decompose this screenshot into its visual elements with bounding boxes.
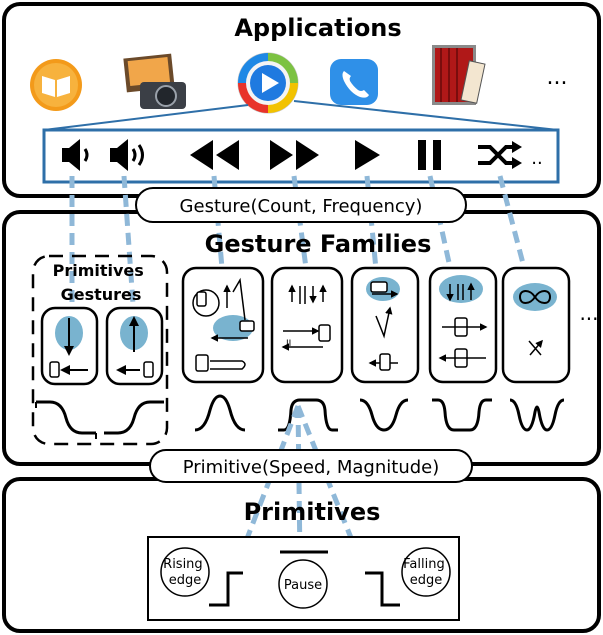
gesture-family-card-3[interactable] bbox=[350, 266, 420, 384]
signal-plateau-pulse bbox=[278, 398, 338, 432]
pause-icon[interactable] bbox=[418, 140, 441, 170]
controls-more-label: .. bbox=[531, 148, 542, 169]
volume-up-icon[interactable] bbox=[110, 139, 144, 171]
fast-forward-icon[interactable] bbox=[270, 140, 319, 170]
connector-falling-edge bbox=[295, 405, 375, 591]
gesture-label: Gesture(Count, Frequency) bbox=[180, 196, 423, 217]
svg-text:Rising edge: Rising edge bbox=[163, 557, 207, 588]
zoom-callout-left bbox=[43, 104, 249, 131]
falling-signal-shape bbox=[36, 400, 96, 435]
books-app-icon[interactable] bbox=[30, 59, 82, 111]
photo-booth-app-icon[interactable] bbox=[432, 45, 486, 105]
gesture-family-card-4[interactable] bbox=[428, 266, 498, 384]
primitive-gesture-card-up[interactable] bbox=[105, 306, 164, 386]
signal-single-pulse bbox=[194, 394, 246, 432]
gesture-families-title: Gesture Families bbox=[205, 230, 432, 258]
gesture-family-card-1[interactable] bbox=[181, 266, 265, 384]
gesture-label-pill bbox=[135, 187, 467, 223]
rising-signal-shape bbox=[104, 400, 164, 435]
connector-volume-up bbox=[121, 175, 137, 319]
signal-single-dip bbox=[359, 398, 409, 432]
play-icon[interactable] bbox=[355, 140, 380, 170]
primitive-gestures-group bbox=[31, 254, 169, 446]
rewind-icon[interactable] bbox=[190, 140, 239, 170]
photo-camera-app-icon[interactable] bbox=[123, 53, 186, 109]
apps-more-label: ... bbox=[547, 65, 568, 90]
primitive-gesture-card-down[interactable] bbox=[40, 306, 99, 386]
pause-primitive[interactable]: Pause bbox=[278, 550, 328, 609]
volume-down-icon[interactable] bbox=[62, 139, 89, 171]
primitive-label-pill bbox=[149, 449, 473, 483]
rising-edge-primitive[interactable]: Rising edge bbox=[160, 547, 243, 607]
phone-app-icon[interactable] bbox=[330, 59, 378, 105]
falling-edge-primitive[interactable]: Falling edge bbox=[365, 547, 451, 607]
signal-double-dip bbox=[509, 398, 565, 432]
media-player-app-icon[interactable] bbox=[237, 52, 299, 114]
primitives-title: Primitives bbox=[244, 498, 381, 526]
primitive-gestures-title: Primitives Gestures bbox=[53, 261, 150, 304]
shuffle-icon[interactable] bbox=[478, 141, 522, 169]
applications-title: Applications bbox=[234, 14, 401, 42]
gesture-family-card-5[interactable] bbox=[501, 266, 571, 384]
signal-plateau-dip bbox=[432, 398, 492, 432]
svg-text:Falling edge: Falling edge bbox=[403, 557, 449, 588]
pause-label: Pause bbox=[284, 578, 322, 593]
families-more-label: ... bbox=[579, 301, 598, 325]
primitive-label: Primitive(Speed, Magnitude) bbox=[183, 457, 440, 478]
svg-text:II: II bbox=[286, 339, 291, 349]
zoom-callout-right bbox=[293, 100, 559, 131]
gesture-family-card-2[interactable]: II bbox=[270, 266, 344, 384]
